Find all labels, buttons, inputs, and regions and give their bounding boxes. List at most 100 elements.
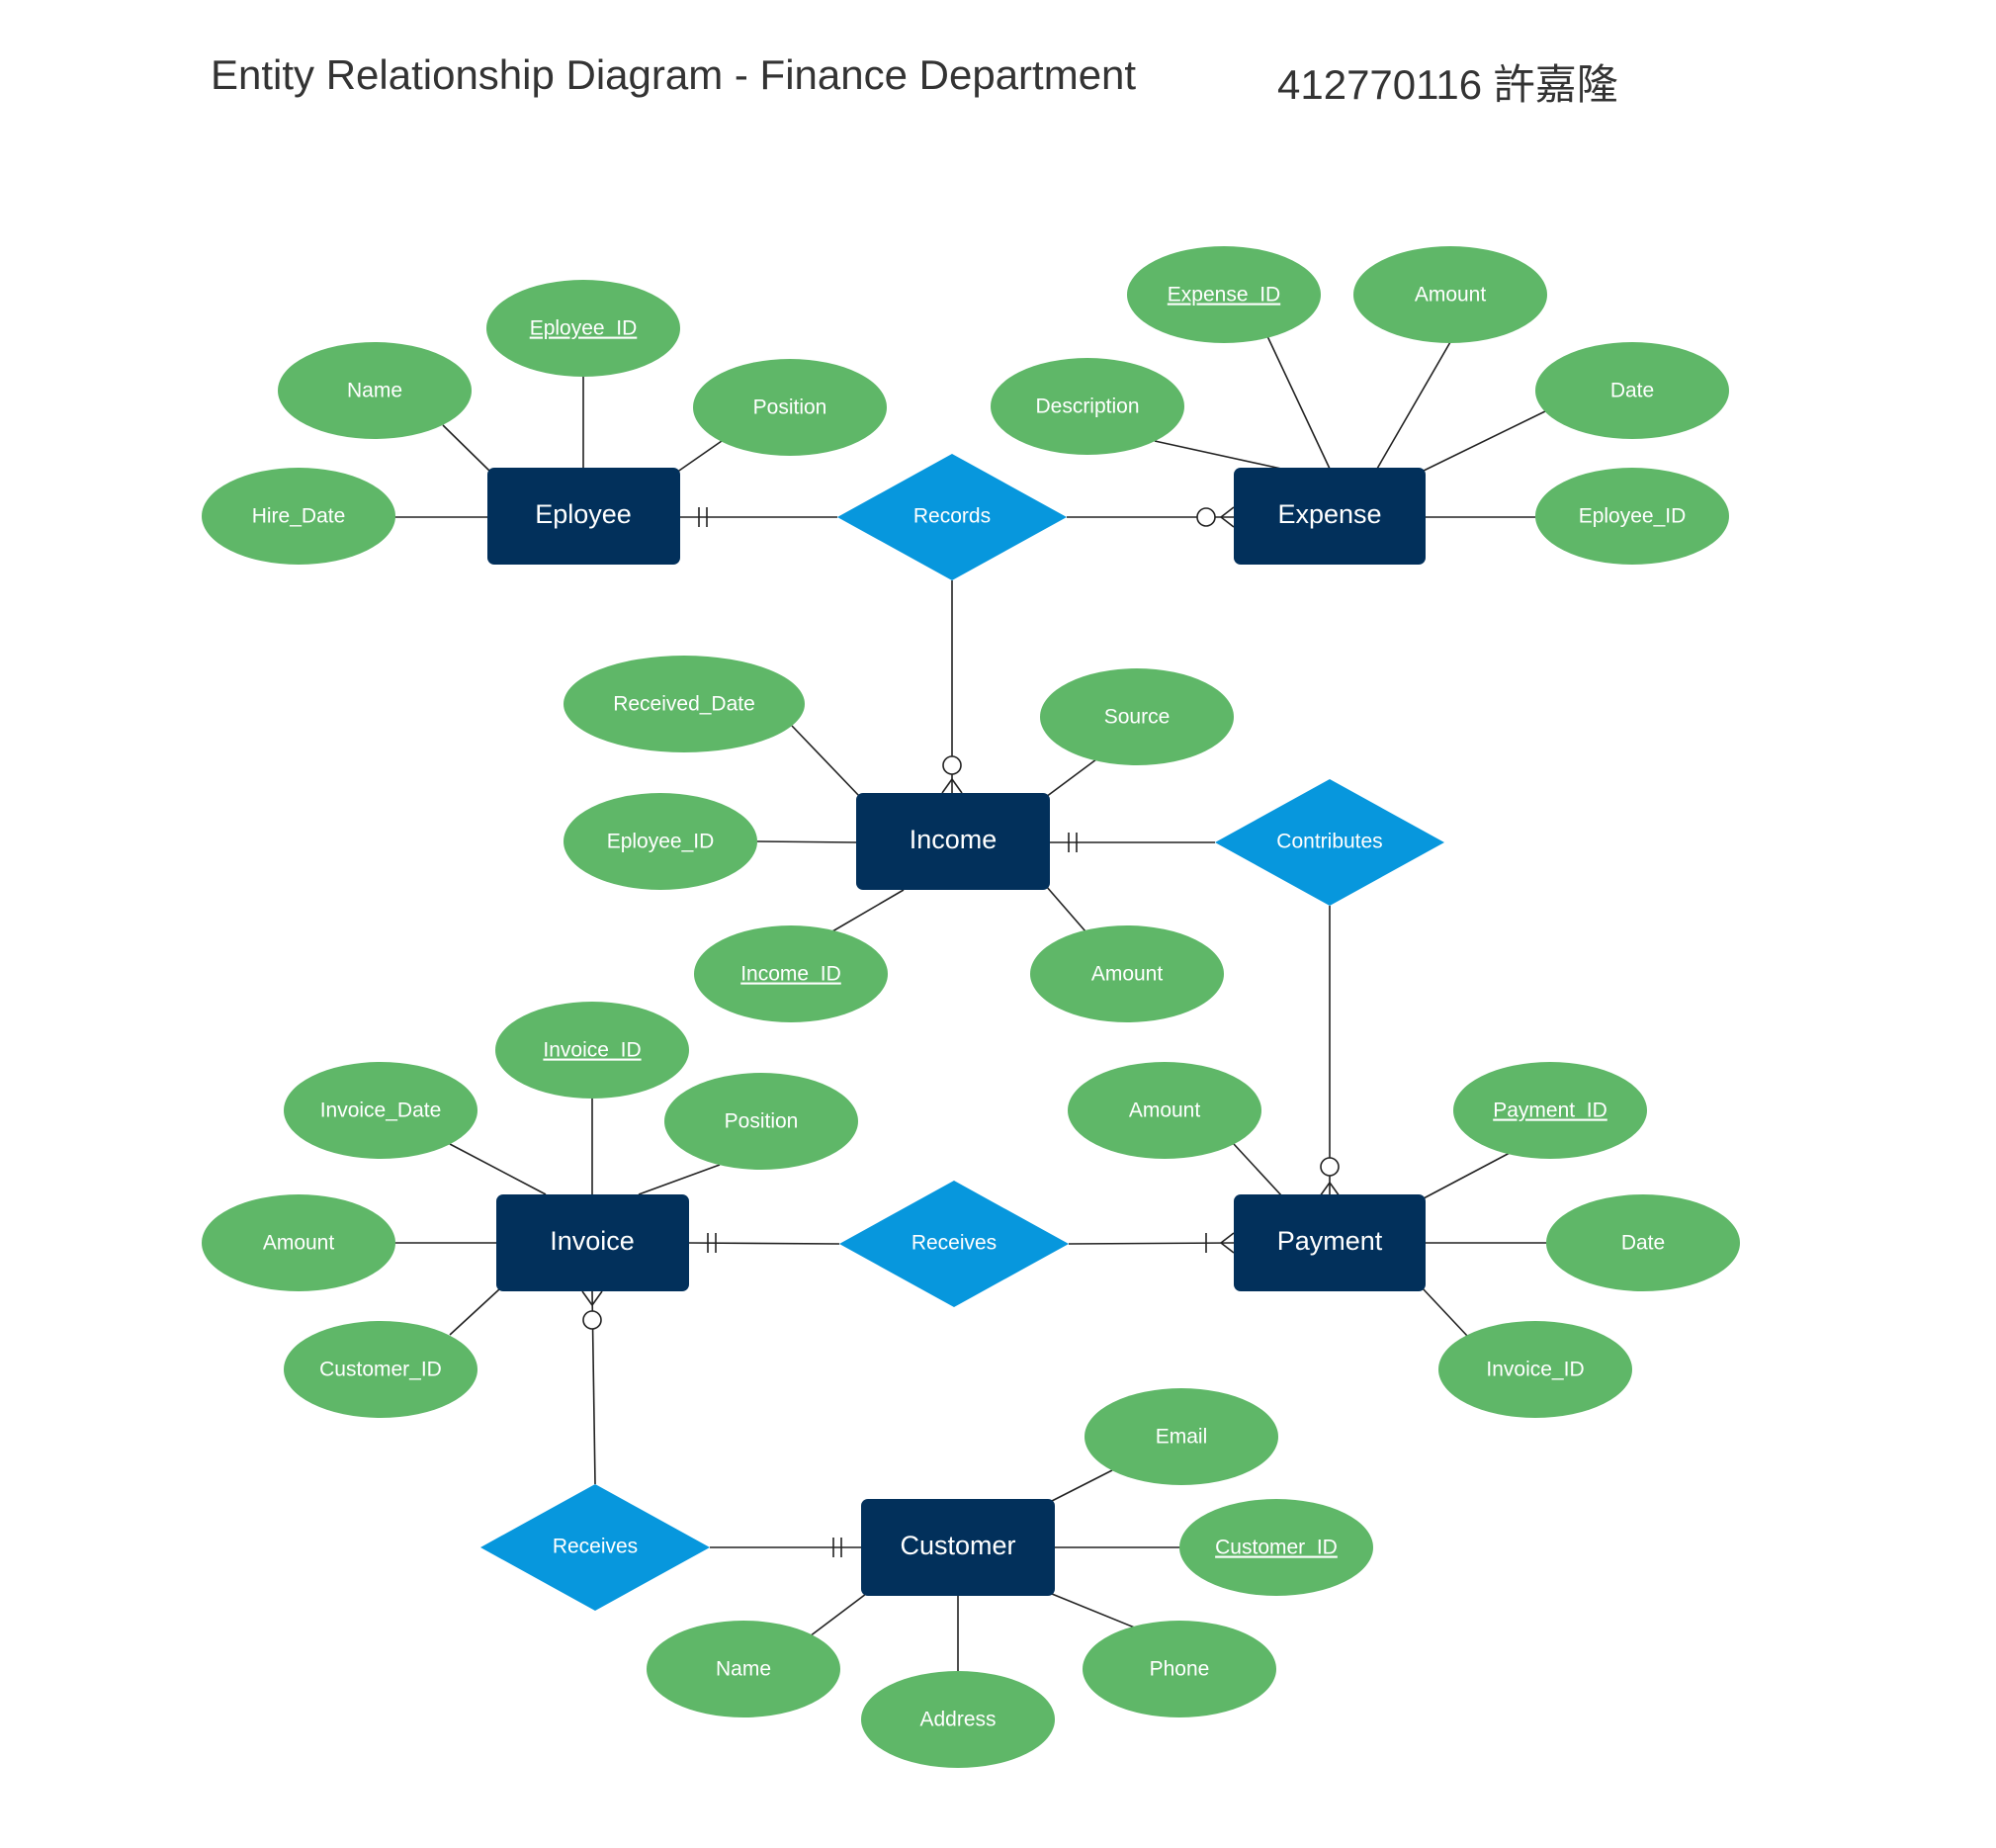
attr-expense-employeeid: Eployee_ID xyxy=(1579,505,1687,528)
attr-income-receiveddate-shape xyxy=(564,656,805,752)
attr-employee-hiredate: Hire_Date xyxy=(252,505,346,528)
entity-expense-shape xyxy=(1234,468,1426,565)
attr-employee-id: Eployee_ID xyxy=(530,317,638,340)
attr-invoice-amount: Amount xyxy=(263,1232,335,1255)
entity-customer: Customer xyxy=(900,1531,1015,1560)
relationship-records: Records xyxy=(913,505,991,528)
attr-customer-id-shape xyxy=(1179,1499,1373,1596)
link-payment-amount xyxy=(1233,1143,1283,1197)
attr-customer-name-shape xyxy=(647,1621,840,1717)
attr-expense-id-shape xyxy=(1127,246,1321,343)
attr-payment-invoiceid: Invoice_ID xyxy=(1486,1359,1584,1381)
attr-invoice-id: Invoice_ID xyxy=(543,1039,641,1062)
link-income-amount xyxy=(1045,885,1086,932)
link-customer-email xyxy=(1051,1469,1113,1502)
entity-employee-shape xyxy=(487,468,680,565)
marker-one-employee-records xyxy=(698,507,708,527)
marker-zero-many-invoice-bottom xyxy=(581,1290,603,1330)
connectors xyxy=(393,335,1546,1671)
marker-one-customer xyxy=(832,1538,842,1557)
cardinality-markers xyxy=(581,506,1341,1557)
link-invoice-receives xyxy=(688,1242,840,1245)
attr-income-amount: Amount xyxy=(1091,963,1164,986)
link-income-receiveddate xyxy=(791,725,861,798)
relationship-receives-customer: Receives xyxy=(553,1536,638,1558)
link-payment-id xyxy=(1423,1152,1511,1199)
link-income-source xyxy=(1045,758,1097,798)
attr-customer-phone-shape xyxy=(1083,1621,1276,1717)
attr-payment-amount-shape xyxy=(1068,1062,1261,1159)
relationship-records-shape xyxy=(837,454,1067,580)
attr-invoice-date: Invoice_Date xyxy=(320,1100,442,1122)
attr-invoice-date-shape xyxy=(284,1062,477,1159)
entity-payment: Payment xyxy=(1277,1226,1383,1256)
marker-zero-many-expense xyxy=(1196,506,1235,528)
attr-payment-id-shape xyxy=(1453,1062,1647,1159)
attr-customer-address-shape xyxy=(861,1671,1055,1768)
attr-income-id-shape xyxy=(694,925,888,1022)
attr-payment-date-shape xyxy=(1546,1194,1740,1291)
link-employee-name xyxy=(442,424,492,474)
attr-income-receiveddate: Received_Date xyxy=(613,693,755,716)
entity-income-shape xyxy=(856,793,1050,890)
entity-payment-shape xyxy=(1234,1194,1426,1291)
attr-income-amount-shape xyxy=(1030,925,1224,1022)
attr-employee-hiredate-shape xyxy=(202,468,395,565)
attr-employee-name-shape xyxy=(278,342,472,439)
relationship-receives-customer-shape xyxy=(480,1484,710,1611)
attr-expense-employeeid-shape xyxy=(1535,468,1729,565)
entity-expense: Expense xyxy=(1277,499,1381,529)
attr-invoice-customerid: Customer_ID xyxy=(319,1359,442,1381)
marker-one-many-payment-left xyxy=(1205,1232,1235,1254)
entity-customer-shape xyxy=(861,1499,1055,1596)
entity-employee: Eployee xyxy=(535,499,632,529)
link-income-employeeid xyxy=(756,840,857,843)
author-label: 412770116 許嘉隆 xyxy=(1277,61,1618,108)
link-expense-date xyxy=(1423,410,1546,472)
attr-payment-id: Payment_ID xyxy=(1493,1100,1607,1122)
link-customer-name xyxy=(809,1593,867,1637)
attr-payment-invoiceid-shape xyxy=(1438,1321,1632,1418)
relationship-receives-payment: Receives xyxy=(911,1232,997,1255)
attr-income-source-shape xyxy=(1040,668,1234,765)
attr-expense-description: Description xyxy=(1035,396,1139,418)
attr-customer-id: Customer_ID xyxy=(1215,1537,1338,1559)
marker-zero-many-income xyxy=(941,755,963,794)
attr-invoice-amount-shape xyxy=(202,1194,395,1291)
marker-zero-many-payment-top xyxy=(1319,1157,1341,1197)
link-employee-position xyxy=(675,440,723,474)
attr-invoice-customerid-shape xyxy=(284,1321,477,1418)
attr-employee-position-shape xyxy=(693,359,887,456)
attr-expense-date-shape xyxy=(1535,342,1729,439)
attr-expense-amount: Amount xyxy=(1415,284,1487,307)
attr-expense-id: Expense_ID xyxy=(1168,284,1280,307)
link-income-id xyxy=(831,889,905,932)
attr-invoice-position: Position xyxy=(725,1110,799,1133)
relationships xyxy=(480,454,1444,1611)
link-invoice-date xyxy=(449,1143,547,1195)
attr-employee-id-shape xyxy=(486,280,680,377)
entity-invoice: Invoice xyxy=(550,1226,635,1256)
link-expense-amount xyxy=(1376,341,1451,470)
link-invoice-customerid xyxy=(449,1288,500,1336)
attr-income-id: Income_ID xyxy=(740,963,841,986)
attr-employee-name: Name xyxy=(347,380,402,402)
attr-payment-amount: Amount xyxy=(1129,1100,1201,1122)
link-expense-description xyxy=(1154,440,1282,470)
attr-expense-description-shape xyxy=(991,358,1184,455)
relationship-receives-payment-shape xyxy=(839,1181,1069,1307)
marker-one-income-contributes xyxy=(1068,833,1078,852)
attr-customer-phone: Phone xyxy=(1150,1658,1210,1681)
attr-expense-amount-shape xyxy=(1353,246,1547,343)
attr-customer-email-shape xyxy=(1085,1388,1278,1485)
attr-employee-position: Position xyxy=(753,396,827,419)
attr-invoice-id-shape xyxy=(495,1002,689,1099)
marker-one-invoice-receives xyxy=(707,1233,717,1253)
attr-payment-date: Date xyxy=(1621,1232,1665,1255)
attribute-ellipses xyxy=(202,246,1740,1768)
link-customer-phone xyxy=(1051,1593,1138,1629)
attr-income-employeeid-shape xyxy=(564,793,757,890)
attr-expense-date: Date xyxy=(1610,380,1654,402)
attr-income-source: Source xyxy=(1104,706,1171,729)
